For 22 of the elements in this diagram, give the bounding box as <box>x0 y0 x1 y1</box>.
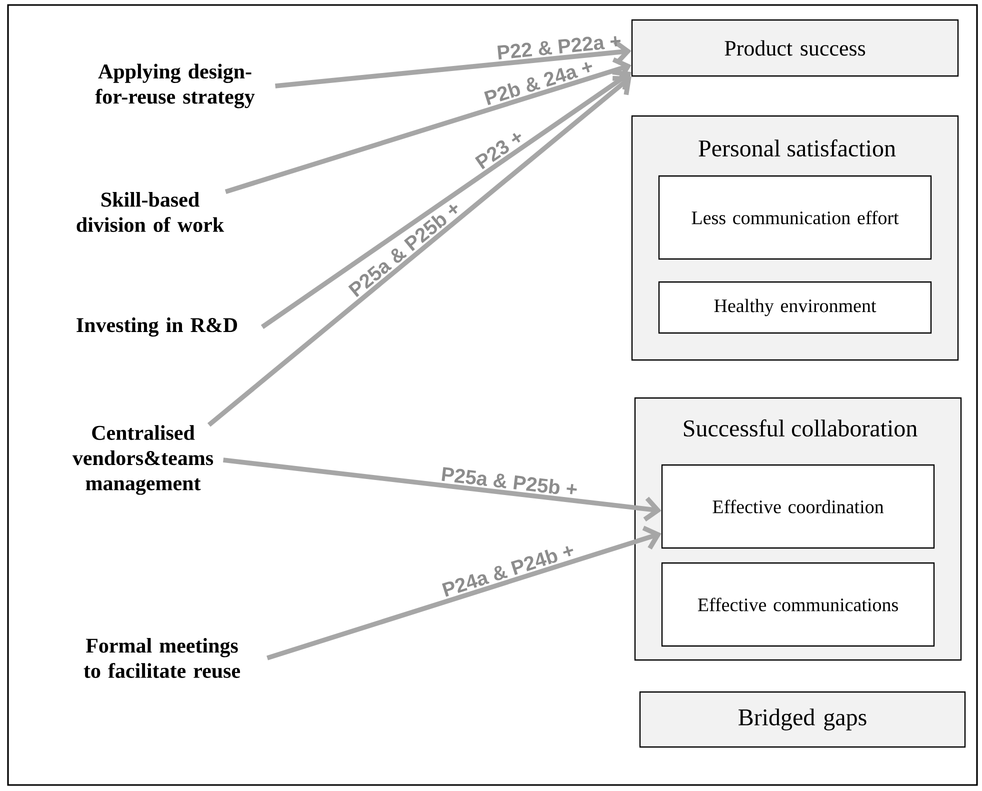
edge-label: P24a & P24b + <box>442 546 574 597</box>
edge-label: P25a & P25b + <box>442 467 577 494</box>
arrow <box>260 70 632 329</box>
arrow <box>224 57 632 194</box>
factor-text: Formal meetings to facilitate reuse <box>84 638 240 678</box>
edge-label: P22 & P22a + <box>497 36 621 60</box>
sub-outcome-box: Effective coordination <box>661 464 935 549</box>
arrow <box>266 526 662 660</box>
sub-outcome-box: Healthy environment <box>658 281 932 334</box>
arrow <box>207 76 632 427</box>
edge-label: P23 + <box>474 133 522 170</box>
outcome-box: Bridged gaps <box>639 691 966 748</box>
arrow <box>223 458 662 522</box>
factor-text: Applying design-for-reuse strategy <box>95 64 255 108</box>
factor-text: Skill-based division of work <box>76 192 224 232</box>
factor-text: Centralised vendors&teams management <box>72 425 214 495</box>
factor-text: Investing in R&D <box>76 317 238 337</box>
edge-label: P2b & 24a + <box>484 62 592 106</box>
arrow <box>275 40 632 88</box>
outcome-box: Product success <box>631 19 959 77</box>
sub-outcome-box: Effective communications <box>661 562 935 647</box>
sub-outcome-box: Less communication effort <box>658 175 932 260</box>
